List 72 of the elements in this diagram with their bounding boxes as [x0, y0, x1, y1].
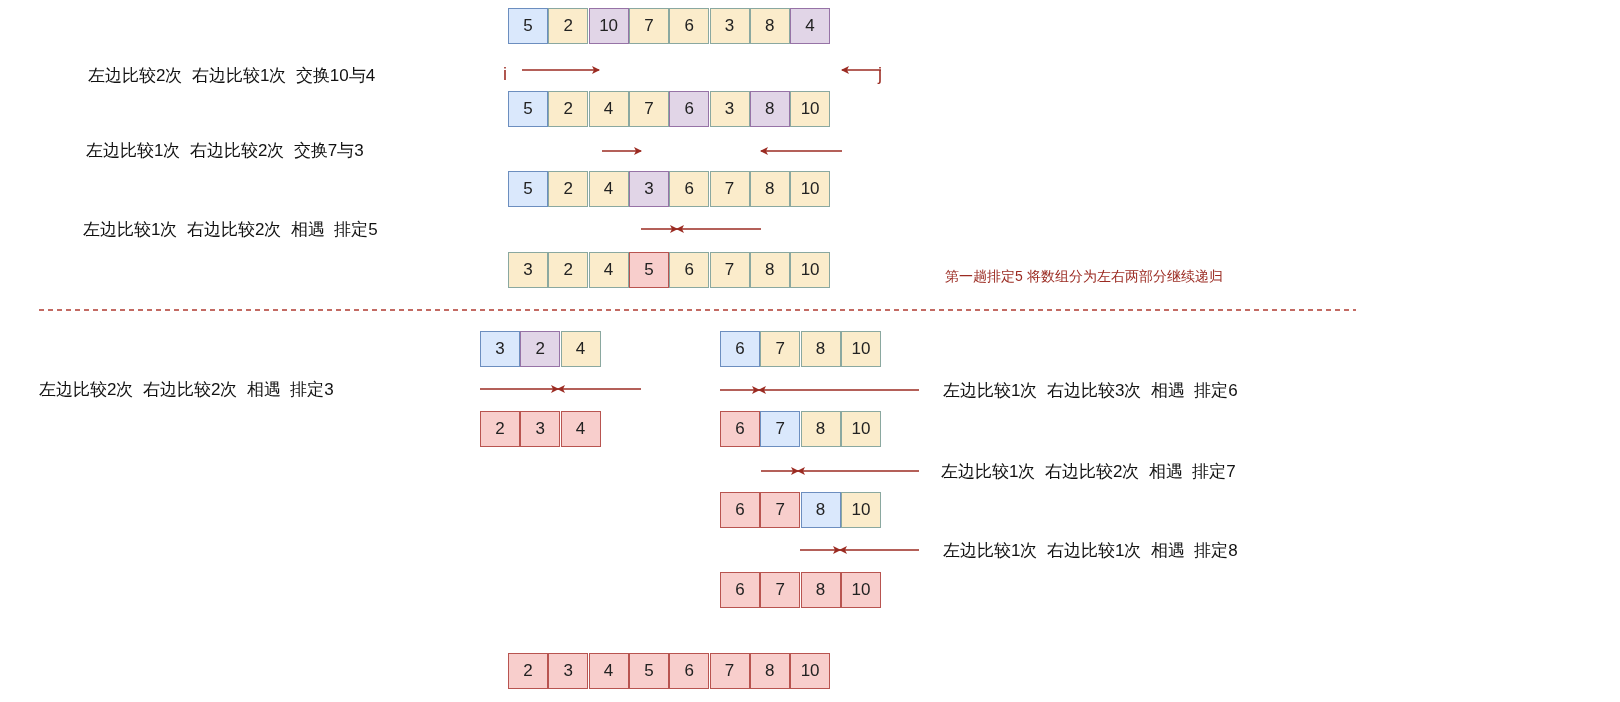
- array-cell: 6: [669, 171, 710, 207]
- array-cell: 2: [548, 171, 589, 207]
- pointer-label: j: [878, 63, 882, 85]
- array-cell: 3: [480, 331, 520, 367]
- array-cell: 4: [560, 411, 601, 447]
- step-description: 左边比较1次 右边比较2次 相遇 排定5: [83, 218, 378, 241]
- array-cell: 10: [790, 252, 831, 288]
- array-cell: 4: [588, 91, 629, 127]
- array-cell: 7: [760, 331, 801, 367]
- array-cell: 8: [749, 252, 790, 288]
- array-cell: 5: [628, 252, 669, 288]
- array-cell: 10: [840, 331, 881, 367]
- array-cell: 10: [840, 492, 881, 528]
- array-cell: 10: [840, 572, 881, 608]
- array-cell: 2: [520, 331, 561, 367]
- array-cell: 6: [669, 653, 710, 689]
- array-cell: 8: [749, 8, 790, 44]
- array-cell: 10: [588, 8, 629, 44]
- array-cell: 6: [669, 91, 710, 127]
- array-cell: 2: [508, 653, 548, 689]
- array-cell: 6: [720, 492, 760, 528]
- array-cell: 8: [800, 411, 841, 447]
- array-cell: 4: [588, 171, 629, 207]
- array-cell: 6: [720, 572, 760, 608]
- array-cell: 8: [749, 171, 790, 207]
- array-cell: 8: [800, 572, 841, 608]
- array-cell: 7: [709, 252, 750, 288]
- array-cell: 4: [588, 252, 629, 288]
- step-description: 左边比较1次 右边比较2次 相遇 排定7: [941, 460, 1236, 483]
- array-cell: 10: [790, 653, 831, 689]
- step-description: 左边比较2次 右边比较2次 相遇 排定3: [39, 378, 334, 401]
- array-cell: 8: [749, 91, 790, 127]
- array-cell: 6: [720, 411, 760, 447]
- array-cell: 7: [628, 8, 669, 44]
- array-cell: 3: [628, 171, 669, 207]
- array-cell: 2: [548, 252, 589, 288]
- array-cell: 7: [709, 653, 750, 689]
- note-text: 第一趟排定5 将数组分为左右两部分继续递归: [945, 268, 1223, 286]
- array-cell: 7: [628, 91, 669, 127]
- array-cell: 2: [548, 8, 589, 44]
- array-cell: 3: [709, 91, 750, 127]
- array-cell: 4: [790, 8, 831, 44]
- array-cell: 5: [508, 91, 548, 127]
- array-cell: 3: [520, 411, 561, 447]
- array-cell: 7: [760, 492, 801, 528]
- array-cell: 2: [548, 91, 589, 127]
- array-cell: 5: [508, 8, 548, 44]
- array-cell: 4: [588, 653, 629, 689]
- step-description: 左边比较1次 右边比较3次 相遇 排定6: [943, 379, 1238, 402]
- array-cell: 8: [749, 653, 790, 689]
- array-cell: 10: [790, 171, 831, 207]
- array-cell: 3: [709, 8, 750, 44]
- array-cell: 4: [560, 331, 601, 367]
- array-cell: 8: [800, 492, 841, 528]
- array-cell: 10: [790, 91, 831, 127]
- array-cell: 5: [628, 653, 669, 689]
- step-description: 左边比较2次 右边比较1次 交换10与4: [88, 64, 376, 87]
- array-cell: 8: [800, 331, 841, 367]
- pointer-label: i: [503, 63, 507, 85]
- array-cell: 7: [760, 572, 801, 608]
- array-cell: 10: [840, 411, 881, 447]
- array-cell: 3: [508, 252, 548, 288]
- array-cell: 7: [709, 171, 750, 207]
- array-cell: 6: [669, 8, 710, 44]
- array-cell: 5: [508, 171, 548, 207]
- array-cell: 6: [669, 252, 710, 288]
- array-cell: 3: [548, 653, 589, 689]
- array-cell: 6: [720, 331, 760, 367]
- step-description: 左边比较1次 右边比较1次 相遇 排定8: [943, 539, 1238, 562]
- array-cell: 2: [480, 411, 520, 447]
- array-cell: 7: [760, 411, 801, 447]
- step-description: 左边比较1次 右边比较2次 交换7与3: [86, 139, 364, 162]
